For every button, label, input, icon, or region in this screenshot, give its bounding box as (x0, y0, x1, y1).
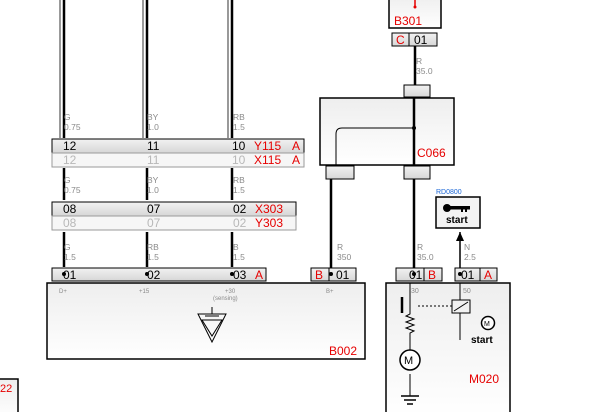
wire-label-c066-right: R 35.0 (417, 242, 434, 262)
connector-m020: 01 B 01 A (395, 267, 498, 282)
svg-text:35.0: 35.0 (417, 252, 434, 262)
alternator-icon (197, 307, 227, 344)
key-icon (443, 204, 470, 212)
connector-x303-y303: 08 07 02 08 07 02 X303 Y303 (51, 201, 297, 231)
b002-term-sensing: (sensing) (213, 296, 238, 302)
svg-text:01: 01 (409, 268, 423, 282)
wire-label-g-2: G (64, 175, 71, 185)
start-key-label: start (446, 215, 468, 226)
motor-letter: M (404, 355, 413, 367)
component-m020: 30 50 M M start M020 (385, 282, 511, 412)
start-ref-code: RD0800 (436, 189, 462, 196)
connector-b-box (310, 267, 357, 282)
b002-label: B002 (329, 344, 357, 358)
component-b002: D+ +15 +30 (sensing) B+ B002 (46, 282, 366, 360)
svg-text:01: 01 (461, 268, 475, 282)
connector-label-x303: X303 (255, 202, 283, 216)
wire-size-rb-2: 1.5 (233, 185, 245, 195)
b301-label: B301 (394, 14, 422, 28)
connector-b002-row: 01 02 03 A B 01 (51, 267, 357, 282)
wire-size-g-2: 0.75 (64, 185, 81, 195)
m020-term-50: 50 (463, 288, 471, 295)
connector-side-y115: A (292, 139, 300, 153)
pin-y115-3: 10 (232, 139, 246, 153)
pin-b002-2: 02 (147, 268, 161, 282)
wire-label-bv-1: BY (147, 112, 159, 122)
wire-group-left (62, 0, 234, 267)
m020-label: M020 (469, 372, 499, 386)
wire-label-b301: R 35.0 (416, 56, 433, 76)
wire-label-bv-2: BY (147, 175, 159, 185)
b002-term-30: +30 (225, 289, 236, 295)
starter-circuit (400, 283, 471, 405)
pin-x115-1: 12 (63, 153, 77, 167)
pin-x115-3: 10 (232, 153, 246, 167)
wire-label-b-3: B (233, 242, 239, 252)
wire-label-g-3: G (64, 242, 71, 252)
wire-shadow-lines (59, 0, 229, 138)
pin-x303-3: 02 (233, 202, 247, 216)
fragment-label: 22 (0, 383, 12, 395)
connector-c301: C 01 (391, 32, 438, 47)
svg-text:M: M (484, 321, 490, 328)
connector-b-letter: B (315, 268, 323, 282)
pin-y303-3: 02 (233, 216, 247, 230)
c066-label: C066 (417, 146, 446, 160)
pin-y303-1: 08 (63, 216, 77, 230)
wire-size-g-1: 0.75 (64, 122, 81, 132)
motor-icon (399, 349, 421, 371)
svg-text:A: A (484, 268, 492, 282)
svg-text:35.0: 35.0 (416, 66, 433, 76)
connector-label-x115: X115 (254, 153, 281, 167)
svg-text:N: N (464, 242, 470, 252)
motor-start-label: start (471, 335, 493, 346)
wire-label-g-1: G (64, 112, 71, 122)
pin-b002-3: 03 (233, 268, 247, 282)
pin-y303-2: 07 (147, 216, 161, 230)
wire-label-c066-left: R 350 (337, 242, 351, 262)
svg-text:R: R (416, 56, 422, 66)
wire-size-bv-1: 1.0 (147, 122, 159, 132)
m020-term-30: 30 (411, 288, 419, 295)
start-key-block: RD0800 start (435, 189, 481, 268)
pin-x115-2: 11 (147, 153, 160, 167)
pin-y115-2: 11 (147, 139, 160, 153)
wire-size-b-3: 1.5 (233, 252, 245, 262)
wire-label-rb-3: RB (147, 242, 159, 252)
connector-side-b002: A (255, 268, 263, 282)
wire-size-g-3: 1.5 (64, 252, 76, 262)
connector-label-y115: Y115 (254, 139, 281, 153)
svg-text:R: R (417, 242, 423, 252)
wire-label-rb-2: RB (233, 175, 245, 185)
svg-text:C: C (396, 33, 405, 47)
b002-term-bplus: B+ (326, 289, 334, 295)
b002-term-dplus: D+ (59, 289, 67, 295)
pin-y115-1: 12 (63, 139, 77, 153)
svg-text:01: 01 (414, 33, 428, 47)
wire-label-rb-1: RB (233, 112, 245, 122)
svg-text:2.5: 2.5 (464, 252, 476, 262)
wire-label-start: N 2.5 (464, 242, 476, 262)
wire-size-rb-3: 1.5 (147, 252, 159, 262)
connector-b-pin: 01 (336, 268, 350, 282)
wire-size-rb-1: 1.5 (233, 122, 245, 132)
connector-side-x115: A (292, 153, 300, 167)
wire-labels-top: G 0.75 BY 1.0 RB 1.5 G 0.75 BY 1.0 RB 1.… (64, 112, 245, 262)
connector-label-y303: Y303 (255, 216, 283, 230)
pin-x303-2: 07 (147, 202, 161, 216)
pin-dots-b002 (62, 272, 333, 276)
connector-y115-x115: 12 11 10 12 11 10 Y115 A X115 A (51, 138, 305, 168)
svg-text:R: R (337, 242, 343, 252)
pin-b002-1: 01 (63, 268, 77, 282)
component-fragment-bottom-left: 22 (0, 378, 19, 412)
wire-size-bv-2: 1.0 (147, 185, 159, 195)
pin-x303-1: 08 (63, 202, 77, 216)
svg-text:B: B (428, 268, 436, 282)
component-c066: C066 (319, 84, 455, 180)
component-b301: B301 (388, 0, 442, 29)
b002-term-15: +15 (139, 289, 150, 295)
motor-start-icon: M (480, 315, 496, 331)
svg-text:350: 350 (337, 252, 351, 262)
